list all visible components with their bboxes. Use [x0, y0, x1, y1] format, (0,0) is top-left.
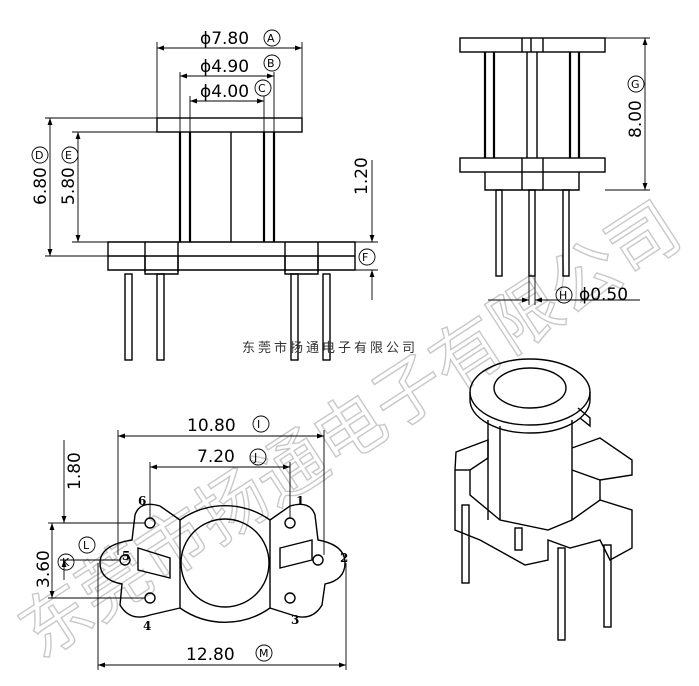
pin-right-1 [290, 273, 299, 361]
dim-e-tag: E [65, 149, 72, 162]
pin-label-6: 6 [138, 494, 146, 508]
side-top-flange [459, 37, 606, 53]
dim-h-tag: H [559, 289, 567, 302]
iso-pin-1 [461, 504, 470, 584]
side-pin-1 [495, 189, 503, 277]
top-flange [156, 117, 303, 133]
pin-hole-2 [312, 554, 324, 566]
center-hole [180, 518, 270, 608]
side-pin-3 [562, 189, 570, 277]
dim-i-tag: I [257, 418, 260, 431]
pin-left-2 [156, 273, 165, 361]
side-pin-2 [528, 189, 536, 277]
dim-j-value: 7.20 [197, 447, 235, 467]
pin-label-3: 3 [291, 613, 299, 627]
pin-left-1 [124, 273, 133, 361]
pin-right-2 [322, 273, 331, 361]
pin-label-1: 1 [296, 494, 304, 508]
dim-m-tag: M [259, 647, 269, 660]
side-view: 8.00 G H ϕ0.50 [459, 37, 650, 305]
dim-j-tag: J [253, 451, 257, 464]
dim-f-tag: F [362, 251, 368, 264]
left-lobe [99, 503, 181, 618]
dim-e-value: 5.80 [59, 167, 79, 205]
dim-a-value: ϕ7.80 [200, 29, 249, 49]
dim-b-tag: B [267, 57, 275, 70]
dim-b-value: ϕ4.90 [200, 57, 249, 77]
pin-label-2: 2 [340, 551, 348, 565]
iso-pin-3 [557, 547, 566, 641]
iso-pin-2 [514, 527, 523, 551]
dim-d-value: 6.80 [31, 167, 51, 205]
dim-l-tag: L [83, 539, 90, 552]
dim-h-value: ϕ0.50 [579, 285, 628, 305]
dim-k-tag: K [62, 556, 70, 569]
dim-l-value: 1.80 [65, 452, 85, 490]
iso-pin-4 [603, 544, 612, 628]
dim-g-value: 8.00 [626, 100, 646, 138]
iso-base [454, 438, 633, 566]
bottom-view: 1 2 3 4 5 6 10.80 I 7.20 J 1.80 L 3.60 [34, 415, 348, 670]
pin-hole-3 [284, 592, 296, 604]
dim-c-tag: C [258, 82, 266, 95]
dim-m-value: 12.80 [186, 645, 235, 665]
side-bottom-flange [459, 157, 606, 173]
dim-i-value: 10.80 [187, 416, 236, 436]
dim-a-tag: A [267, 32, 275, 45]
right-lobe [269, 503, 346, 618]
dim-g-tag: G [631, 78, 640, 91]
isometric-view [454, 358, 633, 641]
iso-top-flange [469, 358, 591, 426]
dim-c-value: ϕ4.00 [200, 82, 249, 102]
iso-bore [493, 367, 567, 409]
front-view: ϕ7.80 A ϕ4.90 B ϕ4.00 C 6.80 D 5.80 E [31, 29, 378, 361]
dim-f-value: 1.20 [352, 157, 372, 195]
pin-label-4: 4 [143, 619, 151, 633]
company-caption: 东莞市扬通电子有限公司 [242, 340, 418, 356]
dim-d-tag: D [35, 149, 43, 162]
dim-k-value: 3.60 [34, 550, 54, 588]
pin-label-5: 5 [122, 549, 130, 563]
pin-hole-1 [284, 517, 296, 529]
